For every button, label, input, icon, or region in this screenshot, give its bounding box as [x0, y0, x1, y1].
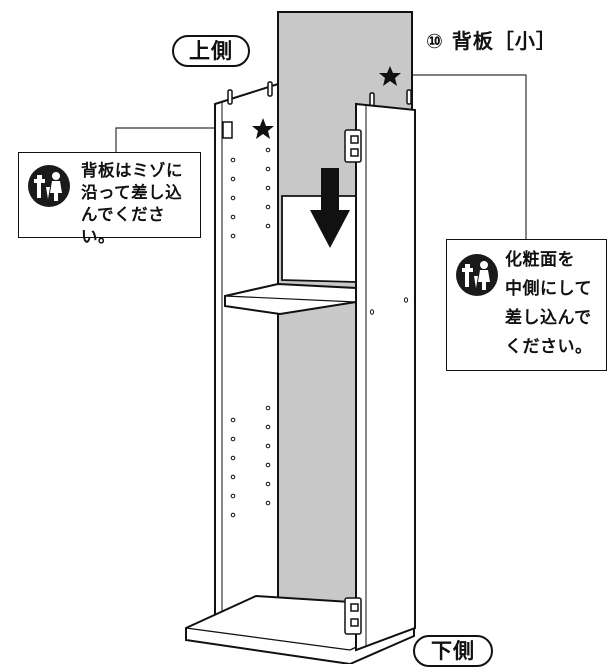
hinge-top — [344, 129, 362, 163]
tip-text-left: 背板はミゾに 沿って差し込 んでください。 — [81, 161, 183, 246]
back-panel-cutout — [281, 195, 357, 283]
right-side-panel — [355, 102, 416, 652]
part-label: ⑩ 背板［小］ — [426, 29, 557, 53]
insert-direction-arrow — [310, 168, 350, 248]
tool-tip-icon — [456, 254, 498, 296]
leader-line-right — [395, 74, 527, 239]
bottom-side-label: 下側 — [413, 635, 493, 667]
cabinet-interior-back — [278, 300, 356, 625]
tip-text-right: 化粧面を 中側にして 差し込んで ください。 — [505, 250, 593, 357]
star-marker-left — [252, 118, 274, 139]
leader-line-left — [115, 127, 251, 152]
tip-callout-right: 化粧面を 中側にして 差し込んで ください。 — [446, 239, 607, 371]
star-marker-right — [379, 66, 401, 86]
top-dowels — [227, 81, 412, 108]
left-top-bracket — [222, 121, 233, 139]
tool-tip-icon — [28, 165, 70, 207]
shelf-pin-holes — [230, 147, 271, 518]
tip-callout-left: 背板はミゾに 沿って差し込 んでください。 — [18, 152, 201, 246]
hinge-bottom — [344, 597, 362, 635]
top-side-label: 上側 — [172, 35, 250, 67]
right-panel-holes — [369, 297, 409, 315]
left-side-panel — [214, 82, 279, 624]
